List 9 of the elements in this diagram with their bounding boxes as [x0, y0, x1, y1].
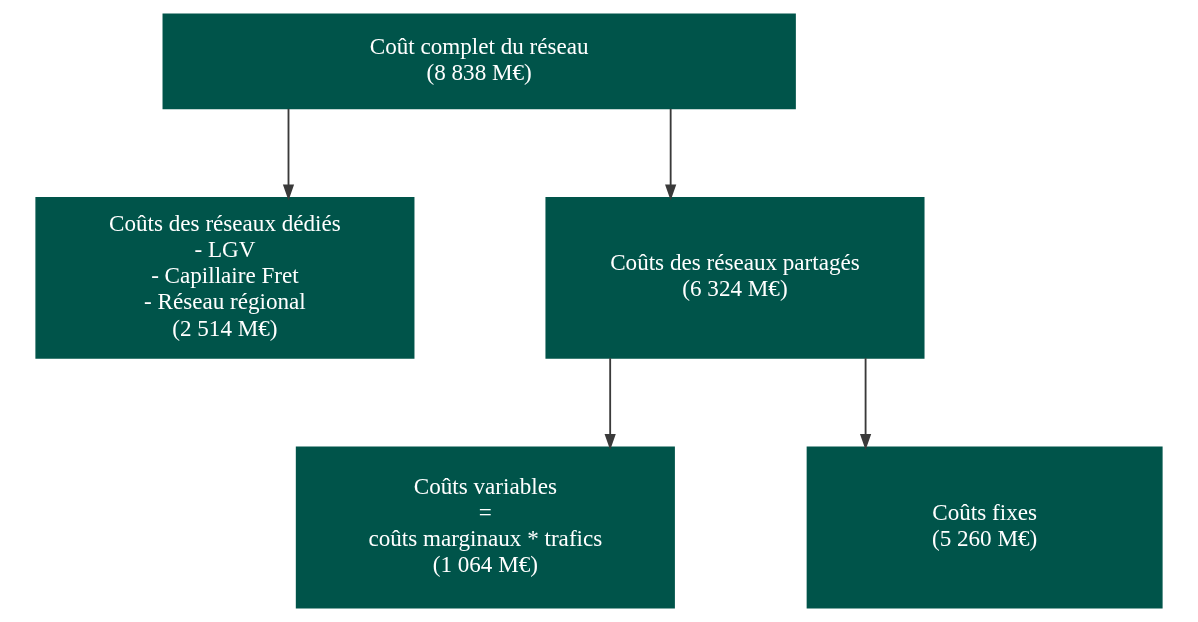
- node-box: Coût complet du réseau (8 838 M€): [162, 13, 796, 110]
- arrow: [282, 107, 295, 201]
- node-box: Coûts fixes (5 260 M€): [806, 446, 1163, 609]
- arrow: [604, 357, 616, 451]
- arrow: [665, 107, 677, 201]
- node-box: Coûts des réseaux dédiés - LGV - Capillaire Fret - Réseau régional (2 514 M€): [35, 196, 415, 359]
- arrow: [859, 357, 872, 451]
- node-box: Coûts variables = coûts marginaux * trafics (1 064 M€): [295, 446, 675, 609]
- node-box: Coûts des réseaux partagés (6 324 M€): [545, 196, 925, 359]
